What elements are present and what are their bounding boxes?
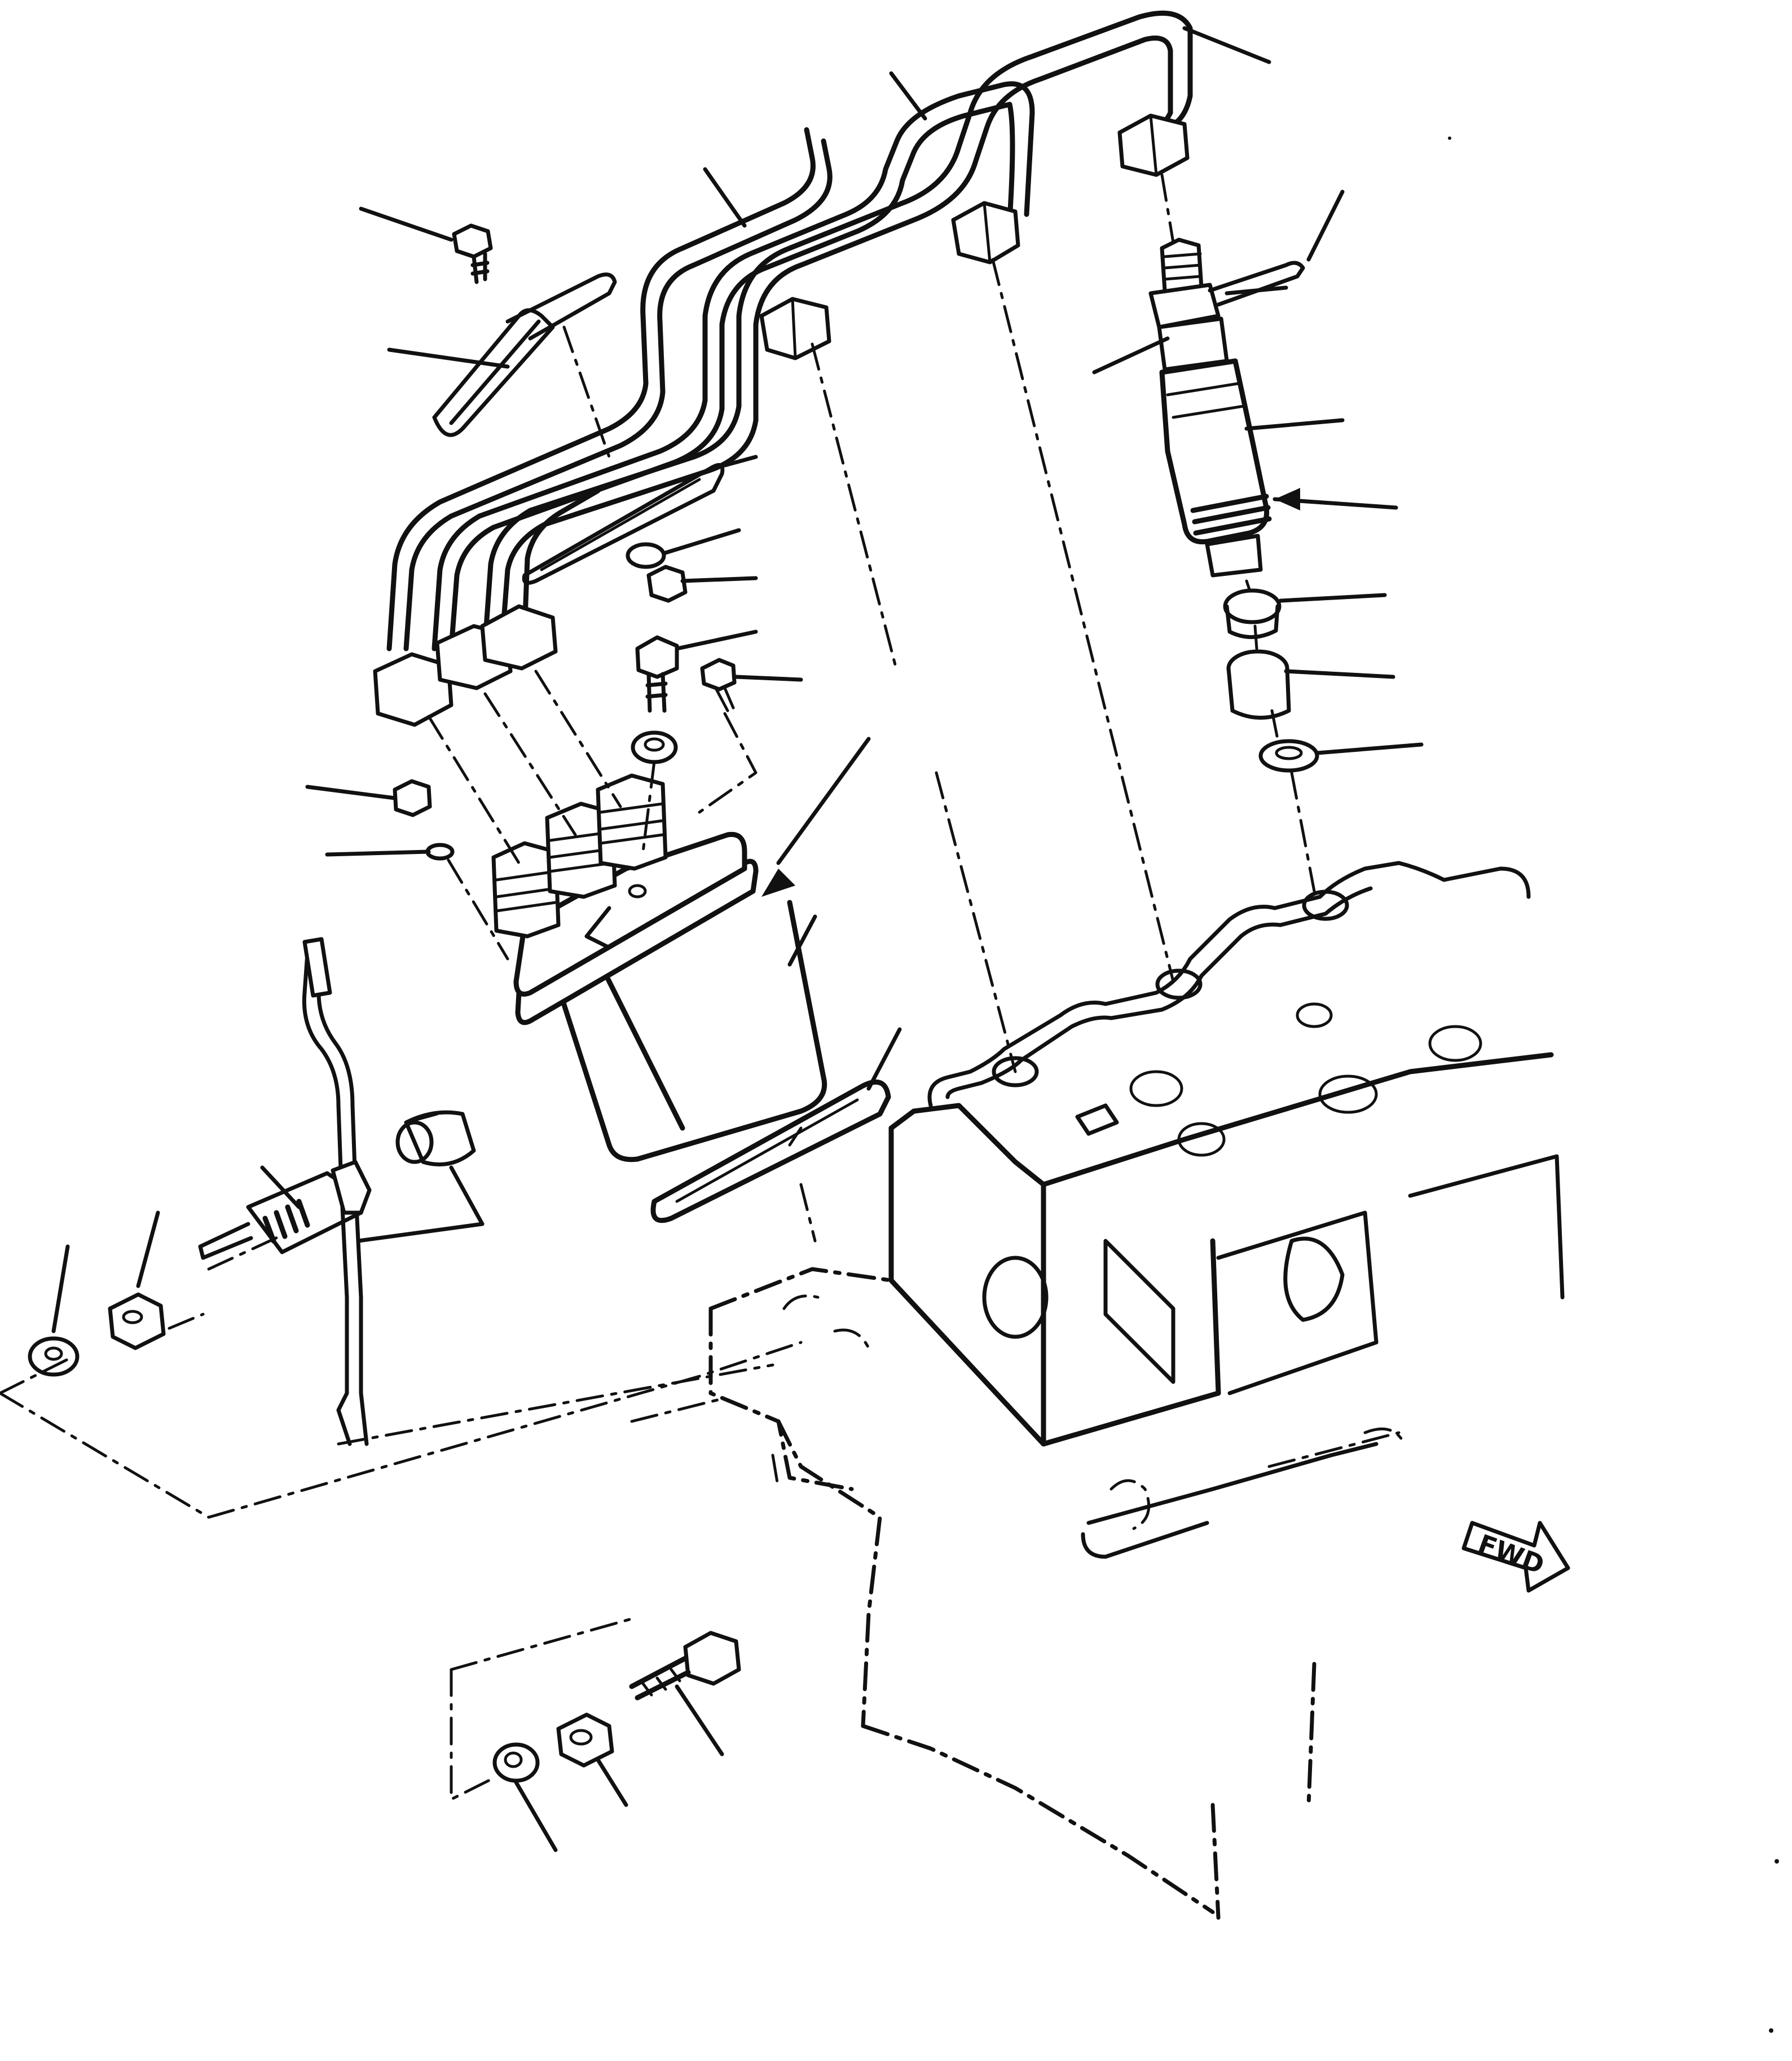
callout-leaders [51, 26, 1424, 1852]
pipe-clamp-bracket [432, 272, 617, 437]
injection-pump [491, 773, 827, 1162]
washers-and-nuts-upper [626, 542, 737, 764]
lower-clamp-plate [522, 463, 725, 585]
injector-seals [1223, 588, 1319, 773]
cylinder-block [708, 1267, 1406, 1920]
pump-mounting-hardware [492, 1631, 741, 1783]
fuel-injector [1148, 237, 1305, 578]
glow-plug-nut-washer [28, 1292, 166, 1377]
pipe-nut-cluster [373, 604, 558, 727]
cylinder-head [888, 861, 1565, 1447]
assembly-centerlines [0, 173, 1316, 1801]
glow-plug-assembly [198, 937, 476, 1446]
clamp-bolt [452, 223, 493, 284]
pump-callout-arrow [761, 488, 1300, 897]
delivery-valve-nut-left [393, 779, 455, 861]
forward-arrow-icon: FWD [1461, 1521, 1570, 1593]
scan-specks [1448, 136, 1779, 2033]
